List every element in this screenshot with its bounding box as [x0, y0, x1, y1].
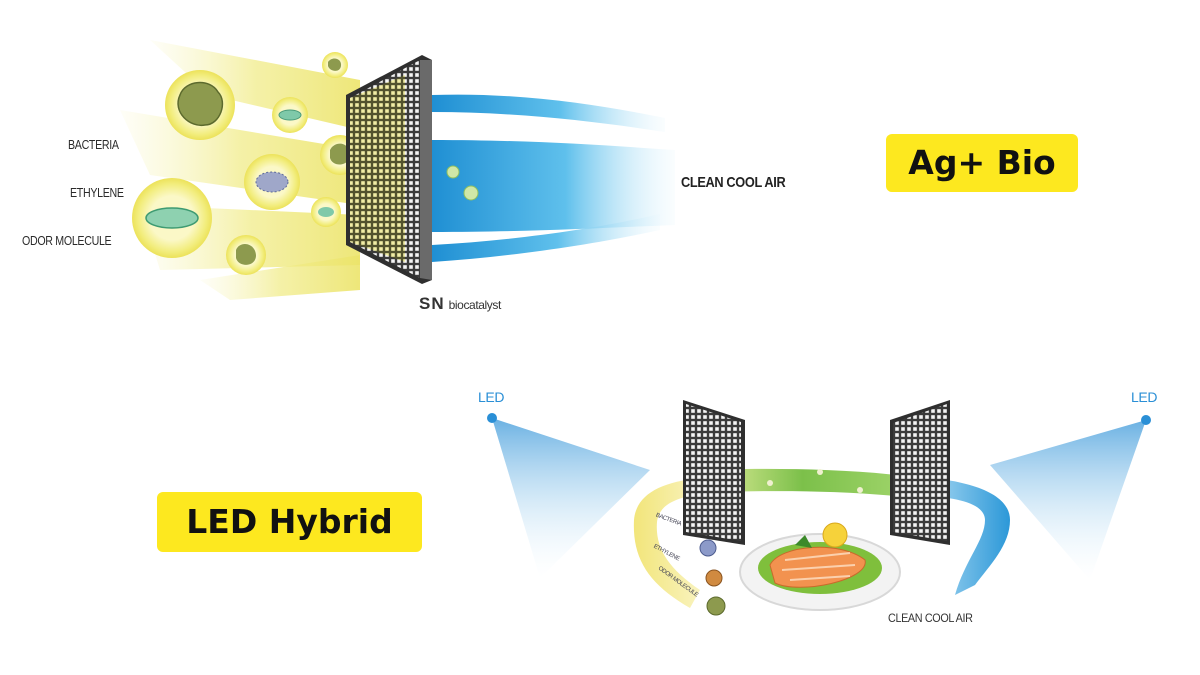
bacteria-bubble: [165, 70, 235, 140]
bottom-led-hybrid-diagram: [487, 400, 1151, 615]
bacteria-bubble: [272, 97, 308, 133]
food-plate-illustration: [740, 523, 900, 610]
ethylene-bubble: [244, 154, 300, 210]
led-light-cone-left: [492, 418, 650, 578]
led-light-icon: [1141, 415, 1151, 425]
biocatalyst-filter: [346, 55, 432, 284]
bacteria-bubble: [322, 52, 348, 78]
label-bacteria: BACTERIA: [68, 137, 119, 152]
label-odor-molecule: ODOR MOLECULE: [22, 233, 111, 248]
top-output-label: CLEAN COOL AIR: [681, 174, 785, 191]
bacteria-icon: [700, 540, 716, 556]
led-label-right: LED: [1131, 389, 1157, 405]
filter-brand: SN: [419, 294, 445, 313]
label-ethylene: ETHYLENE: [70, 185, 124, 200]
led-light-cone-right: [990, 420, 1146, 580]
clean-particle: [447, 166, 459, 178]
led-filter-panel-left: [683, 400, 745, 545]
led-label-left: LED: [478, 389, 504, 405]
ethylene-bubble: [311, 197, 341, 227]
bacteria-bubble: [226, 235, 266, 275]
led-light-icon: [487, 413, 497, 423]
filter-name: biocatalyst: [449, 298, 501, 312]
filter-label: SN biocatalyst: [419, 294, 501, 314]
clean-particle: [464, 186, 478, 200]
led-hybrid-badge: LED Hybrid: [157, 492, 422, 552]
clean-air-stream: [432, 95, 665, 132]
bottom-output-label: CLEAN COOL AIR: [888, 611, 973, 625]
odor-bubble: [132, 178, 212, 258]
top-air-filter-diagram: [120, 40, 675, 300]
odor-icon: [707, 597, 725, 615]
ethylene-icon: [706, 570, 722, 586]
led-filter-panel-right: [890, 400, 950, 545]
ag-bio-badge: Ag+ Bio: [886, 134, 1078, 192]
